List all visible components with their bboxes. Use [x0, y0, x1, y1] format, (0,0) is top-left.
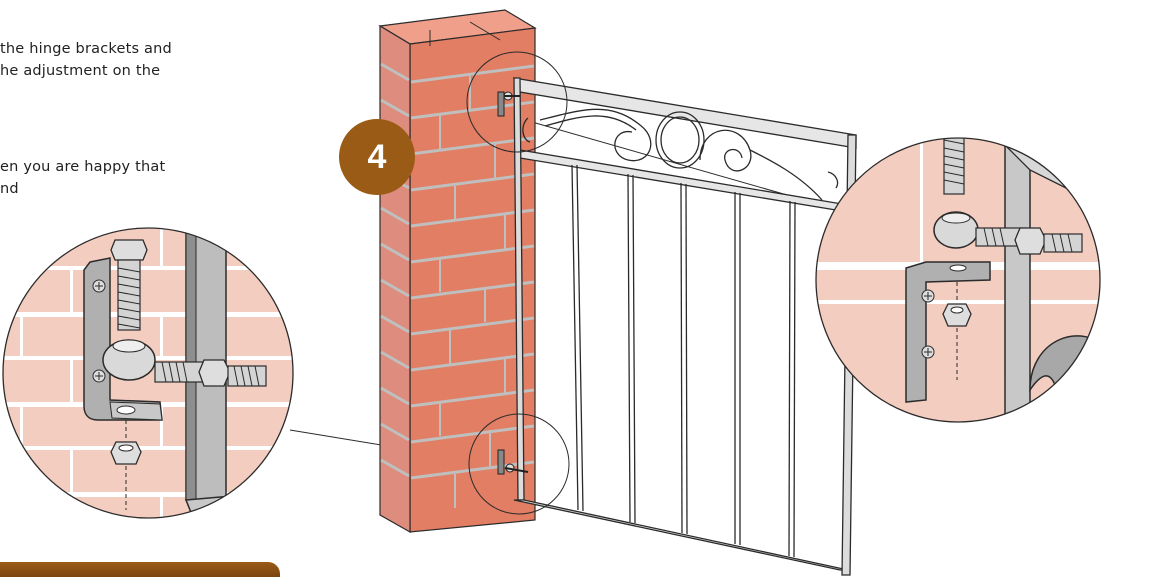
section-footer-bar: [0, 562, 280, 577]
metal-gate: [514, 78, 856, 575]
step-number-badge: 4: [339, 119, 415, 195]
lower-hinge-detail: [0, 220, 300, 530]
brick-pillar: [380, 10, 535, 532]
